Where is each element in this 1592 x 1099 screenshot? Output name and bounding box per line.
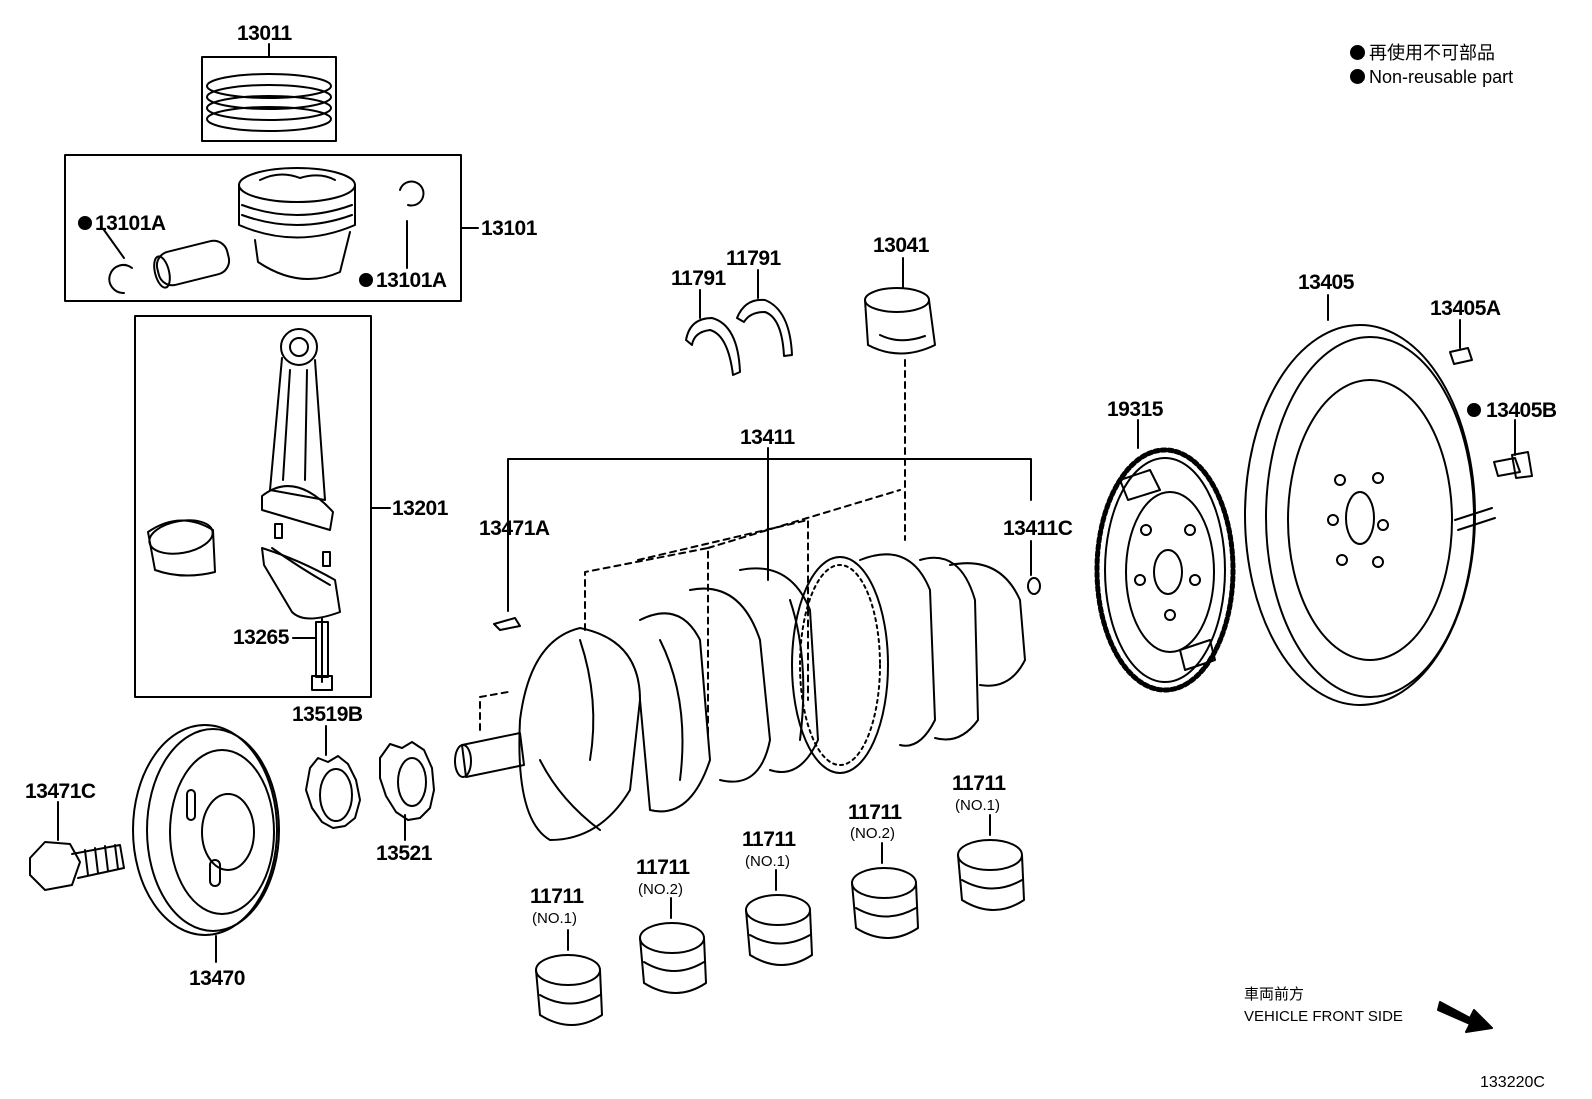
part-label-11791-a[interactable]: 11791 — [671, 267, 726, 290]
bearing-4-illustration — [851, 842, 919, 939]
bearing-5-illustration — [957, 814, 1025, 911]
non-reusable-dot-icon — [1350, 69, 1365, 84]
part-label-19315[interactable]: 19315 — [1107, 398, 1163, 421]
part-label-13521[interactable]: 13521 — [376, 842, 432, 865]
main-bearings-illustration — [535, 814, 1025, 1026]
timing-rotor-illustration — [1094, 419, 1236, 693]
bearing-3-illustration — [745, 869, 813, 966]
part-label-13265[interactable]: 13265 — [233, 626, 289, 649]
crankshaft-pulley-illustration — [132, 724, 280, 963]
part-label-11711-5[interactable]: 11711 — [952, 772, 1006, 795]
bushing-illustration — [864, 257, 936, 355]
part-label-13411c[interactable]: 13411C — [1003, 517, 1073, 540]
part-label-13101[interactable]: 13101 — [481, 217, 537, 240]
bearing-sub-label-3: (NO.1) — [745, 853, 790, 870]
part-label-13471c[interactable]: 13471C — [25, 780, 96, 803]
pulley-bolt-illustration — [29, 801, 125, 891]
part-label-13201[interactable]: 13201 — [392, 497, 448, 520]
thrust-washers-illustration — [685, 269, 793, 376]
part-label-13101a-left[interactable]: 13101A — [95, 212, 166, 235]
part-label-13471a[interactable]: 13471A — [479, 517, 550, 540]
part-label-13411[interactable]: 13411 — [740, 426, 795, 449]
drive-plate-bolt-illustration — [1467, 403, 1533, 479]
diagram-code: 133220C — [1480, 1074, 1545, 1091]
vehicle-front-en: VEHICLE FRONT SIDE — [1244, 1008, 1403, 1025]
crank-timing-gear-illustration — [305, 725, 361, 829]
part-label-13470[interactable]: 13470 — [189, 967, 245, 990]
drive-plate-illustration — [1244, 294, 1496, 706]
legend-jp: 再使用不可部品 — [1350, 43, 1495, 63]
vehicle-front-arrow-icon — [1437, 1001, 1493, 1033]
bearing-2-illustration — [639, 897, 707, 994]
knock-pin-illustration — [1449, 319, 1473, 365]
piston-assembly-illustration — [64, 154, 479, 302]
part-label-11711-3[interactable]: 11711 — [742, 828, 796, 851]
part-label-11711-1[interactable]: 11711 — [530, 885, 584, 908]
bearing-sub-label-5: (NO.1) — [955, 797, 1000, 814]
part-label-13041[interactable]: 13041 — [873, 234, 929, 257]
bearing-1-illustration — [535, 929, 603, 1026]
part-label-13405[interactable]: 13405 — [1298, 271, 1354, 294]
part-label-13405a[interactable]: 13405A — [1430, 297, 1501, 320]
bearing-sub-label-2: (NO.2) — [638, 881, 683, 898]
part-label-11791-b[interactable]: 11791 — [726, 247, 781, 270]
crankshaft-illustration — [454, 359, 1041, 841]
vehicle-front-jp: 車両前方 — [1244, 986, 1305, 1003]
non-reusable-dot-icon — [1350, 45, 1365, 60]
part-label-11711-2[interactable]: 11711 — [636, 856, 690, 879]
part-label-13101a-right[interactable]: 13101A — [376, 269, 447, 292]
part-label-13011[interactable]: 13011 — [237, 22, 292, 45]
bearing-sub-label-1: (NO.1) — [532, 910, 577, 927]
part-label-13405b[interactable]: 13405B — [1486, 399, 1557, 422]
bearing-sub-label-4: (NO.2) — [850, 825, 895, 842]
piston-ring-set-illustration — [201, 43, 337, 142]
connecting-rod-illustration — [134, 315, 391, 698]
part-label-11711-4[interactable]: 11711 — [848, 801, 902, 824]
part-label-13519b[interactable]: 13519B — [292, 703, 363, 726]
crank-sprocket-illustration — [379, 741, 435, 841]
legend-en: Non-reusable part — [1350, 67, 1513, 87]
